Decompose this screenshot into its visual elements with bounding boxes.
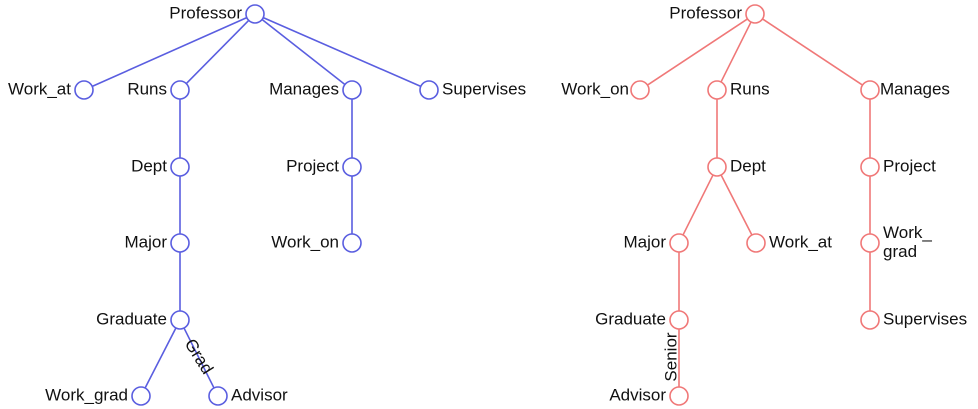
edge-professor-to-manages bbox=[762, 18, 863, 86]
node-project: Project bbox=[860, 156, 936, 177]
node-label: Work_at bbox=[769, 232, 832, 251]
edge-graduate-to-advisor bbox=[183, 327, 215, 389]
node-label: Manages bbox=[880, 79, 950, 98]
node-label: Work_grad bbox=[883, 223, 932, 261]
edge-graduate-to-work-grad bbox=[144, 327, 177, 389]
node-circle bbox=[170, 233, 190, 253]
node-label: Runs bbox=[730, 79, 770, 98]
node-label: Project bbox=[286, 156, 339, 175]
node-circle bbox=[669, 310, 689, 330]
node-label: Professor bbox=[669, 3, 742, 22]
node-circle bbox=[208, 386, 228, 406]
node-runs: Runs bbox=[707, 79, 770, 100]
node-circle bbox=[419, 80, 439, 100]
node-project: Project bbox=[286, 156, 362, 177]
node-professor: Professor bbox=[669, 3, 765, 24]
edge-professor-to-work-on bbox=[647, 18, 748, 86]
node-circle bbox=[342, 157, 362, 177]
node-graduate: Graduate bbox=[595, 309, 689, 330]
node-circle bbox=[669, 386, 689, 406]
edge-dept-to-work-at bbox=[720, 174, 753, 236]
node-label: Graduate bbox=[96, 309, 167, 328]
node-runs: Runs bbox=[127, 79, 190, 100]
node-label: Runs bbox=[127, 79, 167, 98]
node-circle bbox=[170, 80, 190, 100]
node-circle bbox=[860, 80, 880, 100]
node-advisor: Advisor bbox=[208, 385, 288, 406]
node-major: Major bbox=[124, 232, 190, 253]
node-circle bbox=[745, 4, 765, 24]
node-circle bbox=[860, 157, 880, 177]
node-circle bbox=[245, 4, 265, 24]
node-circle bbox=[74, 80, 94, 100]
node-label: Graduate bbox=[595, 309, 666, 328]
node-circle bbox=[342, 233, 362, 253]
node-manages: Manages bbox=[269, 79, 362, 100]
edge-professor-to-runs bbox=[185, 19, 250, 85]
node-work-on: Work_on bbox=[561, 79, 650, 100]
node-label: Work_grad bbox=[45, 385, 128, 404]
node-label: Advisor bbox=[609, 385, 666, 404]
node-dept: Dept bbox=[707, 156, 766, 177]
node-circle bbox=[170, 157, 190, 177]
node-label: Major bbox=[623, 232, 666, 251]
node-label: Manages bbox=[269, 79, 339, 98]
edge-professor-to-supervises bbox=[262, 16, 422, 88]
node-label: Advisor bbox=[231, 385, 288, 404]
node-work-on: Work_on bbox=[271, 232, 362, 253]
node-circle bbox=[707, 80, 727, 100]
node-circle bbox=[342, 80, 362, 100]
node-professor: Professor bbox=[169, 3, 265, 24]
edges-layer: Grad Senior bbox=[91, 16, 871, 389]
node-manages: Manages bbox=[860, 79, 950, 100]
node-work-grad: Work_grad bbox=[45, 385, 151, 406]
node-circle bbox=[746, 233, 766, 253]
edge-label-senior: Senior bbox=[661, 332, 680, 381]
node-work-at: Work_at bbox=[746, 232, 832, 253]
node-circle bbox=[707, 157, 727, 177]
edge-label-grad: Grad bbox=[181, 335, 217, 377]
node-major: Major bbox=[623, 232, 689, 253]
node-dept: Dept bbox=[131, 156, 190, 177]
node-label: Dept bbox=[730, 156, 766, 175]
edge-professor-to-manages bbox=[261, 18, 346, 86]
node-work-grad: Work_grad bbox=[860, 223, 932, 261]
node-work-at: Work_at bbox=[8, 79, 94, 100]
node-circle bbox=[669, 233, 689, 253]
edge-dept-to-major bbox=[682, 174, 714, 236]
node-circle bbox=[170, 310, 190, 330]
node-label: Professor bbox=[169, 3, 242, 22]
node-label: Dept bbox=[131, 156, 167, 175]
node-label: Work_at bbox=[8, 79, 71, 98]
node-supervises: Supervises bbox=[860, 309, 967, 330]
node-advisor: Advisor bbox=[609, 385, 689, 406]
edge-professor-to-work-at bbox=[91, 16, 248, 88]
node-label: Supervises bbox=[442, 79, 526, 98]
node-label: Work_on bbox=[271, 232, 339, 251]
node-label: Project bbox=[883, 156, 936, 175]
node-graduate: Graduate bbox=[96, 309, 190, 330]
node-label: Major bbox=[124, 232, 167, 251]
node-label: Supervises bbox=[883, 309, 967, 328]
edge-professor-to-runs bbox=[720, 21, 752, 83]
node-supervises: Supervises bbox=[419, 79, 526, 100]
node-circle bbox=[860, 310, 880, 330]
node-circle bbox=[131, 386, 151, 406]
node-circle bbox=[860, 233, 880, 253]
node-circle bbox=[630, 80, 650, 100]
node-label: Work_on bbox=[561, 79, 629, 98]
